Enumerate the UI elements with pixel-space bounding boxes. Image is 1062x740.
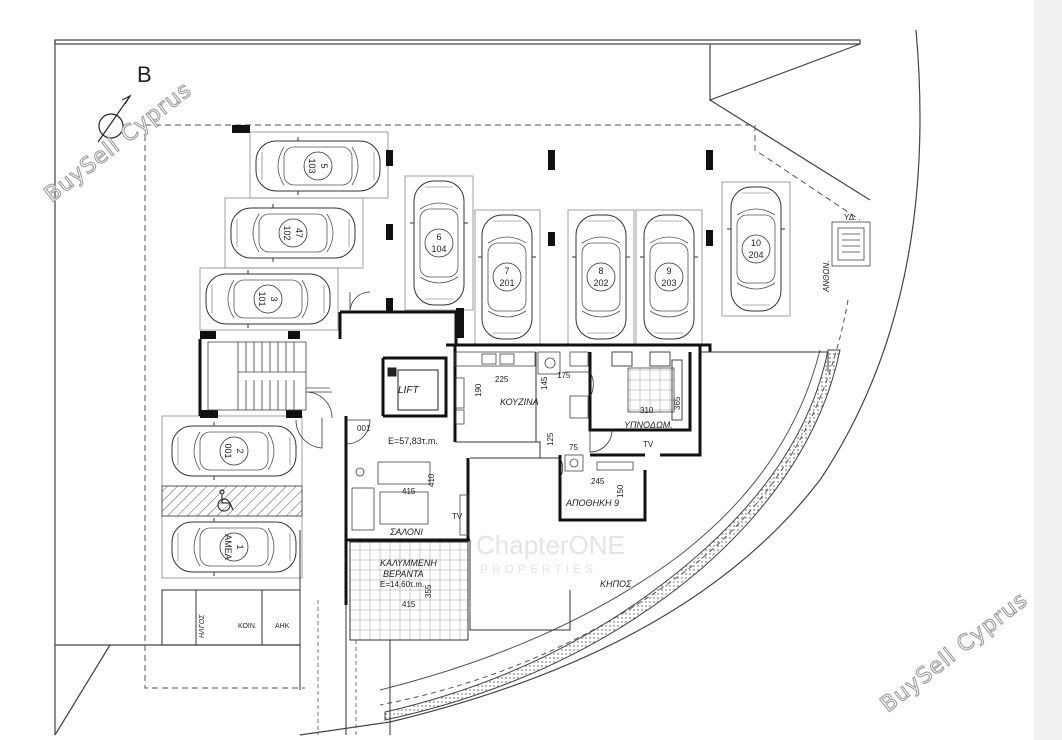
lift-label: LIFT	[398, 385, 419, 396]
north-arrow-icon	[97, 94, 132, 143]
parking-unit: 102	[282, 225, 292, 240]
walls	[198, 310, 712, 605]
hatched-curb	[384, 349, 841, 721]
bins-label: ΑΝΘΩΝ.	[822, 260, 831, 292]
garden-label: ΚΗΠΟΣ	[600, 579, 632, 589]
parking-unit: 204	[748, 250, 763, 260]
parking-unit: 101	[257, 291, 267, 306]
parking-unit: ΑΜΕΑ	[223, 534, 233, 560]
bathroom	[537, 351, 589, 419]
bedroom-bed	[611, 351, 683, 421]
apartment-number: 001	[357, 424, 371, 433]
parking-number-circle	[741, 234, 771, 264]
bedroom-label: ΥΠΝΟΔΩΜ.	[624, 420, 673, 430]
dim-bath-b: 145	[540, 376, 549, 390]
parking-unit: 201	[499, 278, 514, 288]
scroll-edge	[1034, 0, 1062, 740]
parking-number-circle	[278, 218, 308, 248]
parking-number-circle	[492, 262, 522, 292]
parking-number: 5	[319, 163, 329, 168]
area-veranda: E=14,60τ.m.	[380, 580, 425, 589]
parking-number-circle	[219, 436, 249, 466]
site-boundary	[54, 29, 921, 736]
living-furniture	[351, 461, 469, 536]
floor-plan: B 51034710231016104720182029203102042001…	[54, 29, 921, 736]
parking-number: 7	[504, 266, 509, 276]
tv-label-living: TV	[452, 512, 463, 521]
living-label: ΣΑΛΟΝΙ	[390, 527, 423, 537]
parking-number: 2	[235, 448, 245, 453]
parking-number-circle	[253, 284, 283, 314]
dim-living-width: 415	[402, 487, 416, 496]
common-room-3: ΑΗΚ	[275, 623, 290, 630]
parking-number-circle	[586, 262, 616, 292]
company-logo-subtext: PROPERTIES	[480, 562, 598, 576]
tv-label-bedroom: TV	[643, 440, 654, 449]
water-meter-box	[831, 221, 871, 267]
veranda-label-1: ΚΑΛΥΜΜΕΝΗ	[380, 558, 437, 568]
parking-number: 6	[436, 232, 441, 242]
common-room-2: ΚΟΙΝ.	[238, 623, 257, 630]
compass-letter: B	[137, 62, 152, 87]
dim-living-depth: 410	[427, 473, 436, 487]
storage-label: ΑΠΟΘΗΚΗ 9	[566, 498, 620, 508]
parking-labels: 510347102310161047201820292031020420011Α…	[219, 151, 771, 562]
lift-shaft	[387, 367, 439, 411]
dim-veranda-depth: 355	[424, 584, 433, 598]
dim-bed-width: 310	[640, 406, 654, 415]
parking-number: 9	[666, 266, 671, 276]
parking-number-circle	[424, 228, 454, 258]
disabled-bay	[161, 485, 303, 517]
parking-number: 47	[294, 228, 304, 238]
veranda-label-2: ΒΕΡΑΝΤΑ	[383, 569, 424, 579]
veranda-dashes	[317, 600, 471, 735]
dim-kitchen-width: 225	[495, 375, 509, 384]
dim-veranda-width: 415	[402, 600, 416, 609]
dim-hall: 125	[546, 432, 555, 446]
parking-number-circle	[654, 262, 684, 292]
veranda-floor	[349, 541, 469, 641]
parking-number-circle	[219, 532, 249, 562]
parking-unit: 103	[307, 158, 317, 173]
parking-unit: 203	[661, 278, 676, 288]
parking-unit: 104	[431, 244, 446, 254]
setback-line	[144, 124, 861, 689]
dim-store-depth: 150	[616, 484, 625, 498]
area-main: E=57,83τ.m.	[388, 436, 438, 446]
staircase	[207, 341, 330, 411]
dim-store-a: 75	[569, 443, 578, 452]
kitchen-counter	[454, 351, 536, 425]
parking-number: 8	[598, 266, 603, 276]
parking-number: 3	[269, 296, 279, 301]
columns	[200, 125, 713, 418]
dim-kitchen-depth: 190	[474, 383, 483, 397]
parking-number: 10	[751, 238, 761, 248]
parking-unit: 001	[223, 443, 233, 458]
common-room-1: ΗΛΓΟΣ	[199, 614, 206, 638]
parking-unit: 202	[593, 278, 608, 288]
parking-number-circle	[303, 151, 333, 181]
doors	[295, 291, 613, 479]
wheelchair-icon	[217, 489, 234, 512]
parking-number: 1	[235, 544, 245, 549]
storage-fixtures	[564, 454, 634, 472]
dim-store-width: 245	[591, 477, 605, 486]
dim-bed-depth: 365	[673, 396, 682, 410]
kitchen-label: ΚΟΥΖΙΝΑ	[500, 397, 539, 407]
thin-walls	[161, 351, 829, 735]
water-label: ΥΔ.	[844, 213, 857, 222]
dim-bath-a: 175	[557, 371, 571, 380]
company-logo-text: ChapterONE	[476, 530, 625, 560]
